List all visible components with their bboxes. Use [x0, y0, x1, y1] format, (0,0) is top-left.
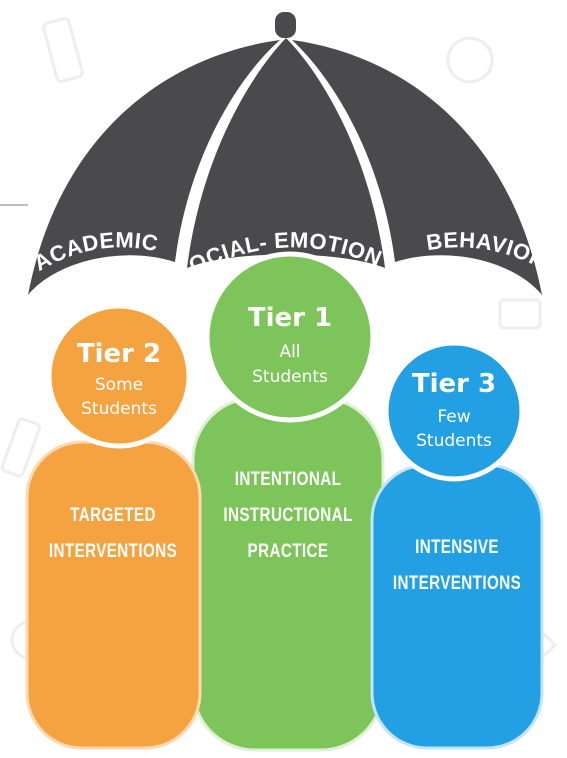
tier-2-pill [25, 440, 202, 750]
tier-3-pill-line2: INTERVENTIONS [392, 573, 522, 594]
tier-3-subtitle-line2: Students [416, 431, 492, 451]
umbrella [28, 12, 542, 295]
umbrella-panel-middle [187, 38, 385, 268]
tier-1-figure [191, 251, 385, 752]
tier-2-head [46, 303, 192, 449]
tier-3-figure [370, 340, 544, 750]
tier-1-pill-line2: INSTRUCTIONAL [223, 505, 353, 526]
panel-label-behavior: BEHAVIOR [425, 227, 551, 273]
tier-1-pill-line1: INTENTIONAL [234, 469, 342, 490]
tier-3-title: Tier 3 [411, 369, 497, 399]
tier-3-subtitle-line1: Few [437, 407, 471, 427]
tier-1-subtitle-line1: All [279, 342, 301, 362]
tier-2-pill-line1: TARGETED [70, 505, 156, 526]
tier-3-head [383, 340, 525, 482]
umbrella-panel-right [292, 40, 542, 295]
umbrella-tip [275, 12, 296, 38]
tier-2-subtitle-line2: Students [81, 399, 157, 419]
tier-2-title: Tier 2 [76, 339, 162, 369]
tier-1-pill-line3: PRACTICE [247, 541, 329, 562]
tier-1-title: Tier 1 [247, 303, 333, 333]
tier-2-figure [25, 303, 202, 750]
tier-2-subtitle-line1: Some [94, 375, 144, 395]
tier-1-pill [191, 396, 385, 752]
tier-2-pill-line2: INTERVENTIONS [48, 541, 178, 562]
tier-3-pill [370, 463, 544, 750]
tier-1-head [204, 251, 376, 423]
tier-3-pill-line1: INTENSIVE [415, 537, 499, 558]
tier-1-subtitle-line2: Students [252, 367, 328, 387]
umbrella-panel-left [28, 40, 280, 295]
